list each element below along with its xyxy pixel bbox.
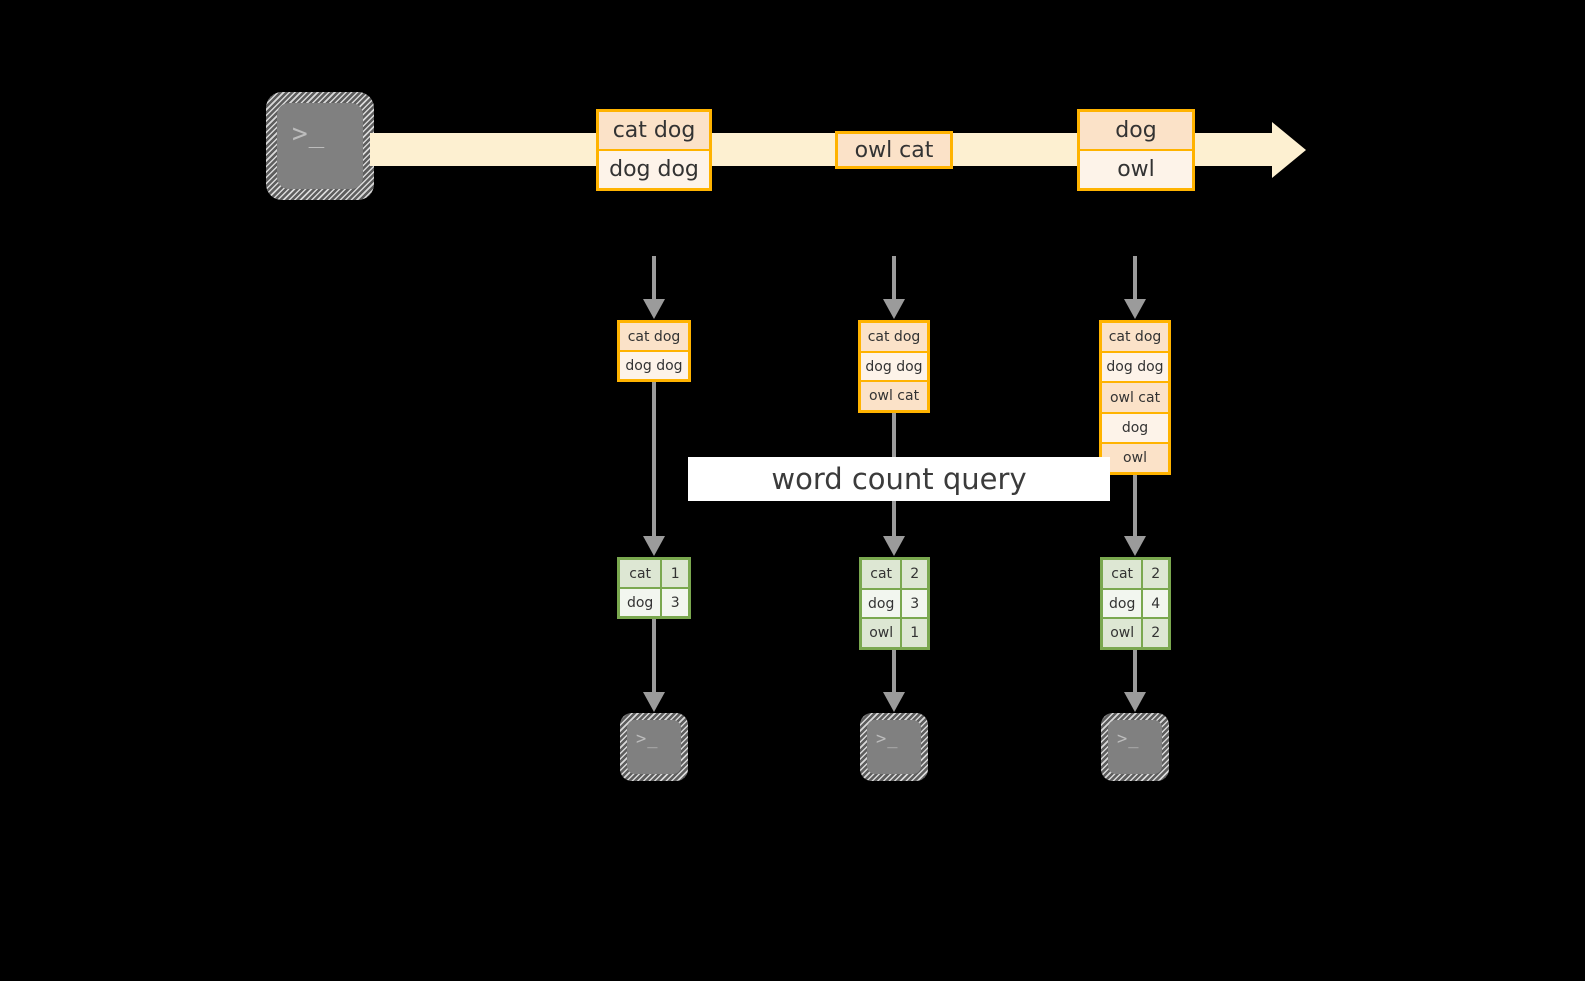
snapshot-3-count-value: 2 bbox=[1151, 625, 1161, 642]
terminal-body bbox=[1108, 720, 1162, 774]
snapshot-1-sink-terminal: >_ bbox=[620, 713, 688, 781]
stream-event-2: owl cat bbox=[835, 131, 953, 169]
terminal-body bbox=[627, 720, 681, 774]
snapshot-3-buffer-to-counts-arrow-line bbox=[1133, 475, 1137, 536]
snapshot-1-buffer-row: cat dog bbox=[620, 323, 688, 352]
snapshot-3-stream-to-buffer-arrow-arrowhead bbox=[1124, 299, 1146, 319]
stream-event-2-row: owl cat bbox=[838, 134, 950, 166]
snapshot-2-counts-to-sink-arrow-line bbox=[892, 650, 896, 692]
snapshot-2-count-row: dog 3 bbox=[862, 589, 927, 620]
terminal-prompt-glyph: >_ bbox=[876, 729, 899, 749]
snapshot-1-count-word: dog bbox=[620, 589, 663, 616]
snapshot-1-count-row: cat 1 bbox=[620, 560, 688, 589]
snapshot-2-stream-to-buffer-arrow-line bbox=[892, 256, 896, 299]
snapshot-3-sink-terminal: >_ bbox=[1101, 713, 1169, 781]
stream-source-terminal: >_ bbox=[266, 92, 374, 200]
snapshot-3-buffer-to-counts-arrow-arrowhead bbox=[1124, 536, 1146, 556]
snapshot-2-count-row: owl 1 bbox=[862, 619, 927, 648]
snapshot-2-buffer-row: owl cat bbox=[861, 382, 927, 411]
snapshot-3-buffer-row: dog dog bbox=[1102, 353, 1168, 384]
snapshot-1-buffer-to-counts-arrow-arrowhead bbox=[643, 536, 665, 556]
snapshot-2-buffer-row: cat dog bbox=[861, 323, 927, 353]
snapshot-3-counts-to-sink-arrow-line bbox=[1133, 650, 1137, 692]
snapshot-1-counts-to-sink-arrow-line bbox=[652, 619, 656, 692]
snapshot-2-count-word: cat bbox=[862, 560, 903, 588]
snapshot-3-count-word: cat bbox=[1103, 560, 1144, 588]
snapshot-1-count-table: cat 1 dog 3 bbox=[617, 557, 691, 619]
stream-event-1-row: cat dog bbox=[599, 112, 709, 151]
snapshot-3-count-table: cat 2 dog 4 owl 2 bbox=[1100, 557, 1171, 650]
snapshot-1-buffer-to-counts-arrow-line bbox=[652, 382, 656, 536]
snapshot-2-buffer-to-counts-arrow-arrowhead bbox=[883, 536, 905, 556]
snapshot-3-count-value: 2 bbox=[1151, 565, 1161, 582]
snapshot-2-buffer-row: dog dog bbox=[861, 352, 927, 383]
word-count-query-label: word count query bbox=[688, 457, 1110, 501]
snapshot-2-counts-to-sink-arrow-arrowhead bbox=[883, 692, 905, 712]
snapshot-3-count-row: dog 4 bbox=[1103, 589, 1168, 620]
snapshot-3-counts-to-sink-arrow-arrowhead bbox=[1124, 692, 1146, 712]
terminal-prompt-glyph: >_ bbox=[1117, 729, 1140, 749]
snapshot-1-stream-to-buffer-arrow-arrowhead bbox=[643, 299, 665, 319]
snapshot-1-counts-to-sink-arrow-arrowhead bbox=[643, 692, 665, 712]
snapshot-3-count-word: dog bbox=[1103, 589, 1144, 618]
snapshot-3-buffer-row: owl cat bbox=[1102, 383, 1168, 414]
snapshot-1-count-word: cat bbox=[620, 560, 663, 587]
snapshot-2-count-value: 2 bbox=[910, 565, 920, 582]
snapshot-2-count-word: owl bbox=[862, 619, 903, 648]
snapshot-3-count-value: 4 bbox=[1151, 595, 1161, 612]
snapshot-2-stream-to-buffer-arrow-arrowhead bbox=[883, 299, 905, 319]
snapshot-1-buffer-row: dog dog bbox=[620, 352, 688, 379]
stream-timeline-arrow-head bbox=[1272, 121, 1306, 178]
terminal-prompt-glyph: >_ bbox=[292, 119, 326, 149]
terminal-body bbox=[867, 720, 921, 774]
snapshot-2-count-row: cat 2 bbox=[862, 560, 927, 590]
terminal-body bbox=[277, 103, 363, 189]
snapshot-3-buffer-row: owl bbox=[1102, 443, 1168, 473]
stream-event-1-row: dog dog bbox=[599, 151, 709, 188]
snapshot-3-stream-to-buffer-arrow-line bbox=[1133, 256, 1137, 299]
snapshot-1-stream-to-buffer-arrow-line bbox=[652, 256, 656, 299]
snapshot-2-count-table: cat 2 dog 3 owl 1 bbox=[859, 557, 930, 650]
snapshot-1-count-row: dog 3 bbox=[620, 589, 688, 616]
snapshot-1-count-value: 3 bbox=[670, 594, 680, 611]
snapshot-1-count-value: 1 bbox=[670, 565, 680, 582]
snapshot-3-buffer-row: dog bbox=[1102, 413, 1168, 444]
snapshot-3-count-word: owl bbox=[1103, 619, 1144, 648]
snapshot-2-sink-terminal: >_ bbox=[860, 713, 928, 781]
snapshot-2-count-value: 3 bbox=[910, 595, 920, 612]
snapshot-2-count-value: 1 bbox=[910, 625, 920, 642]
snapshot-3-count-row: owl 2 bbox=[1103, 619, 1168, 648]
terminal-prompt-glyph: >_ bbox=[636, 729, 659, 749]
stream-event-3-row: owl bbox=[1080, 151, 1192, 188]
snapshot-3-count-row: cat 2 bbox=[1103, 560, 1168, 590]
snapshot-2-count-word: dog bbox=[862, 589, 903, 618]
stream-event-3-row: dog bbox=[1080, 112, 1192, 151]
snapshot-3-buffer-row: cat dog bbox=[1102, 323, 1168, 354]
